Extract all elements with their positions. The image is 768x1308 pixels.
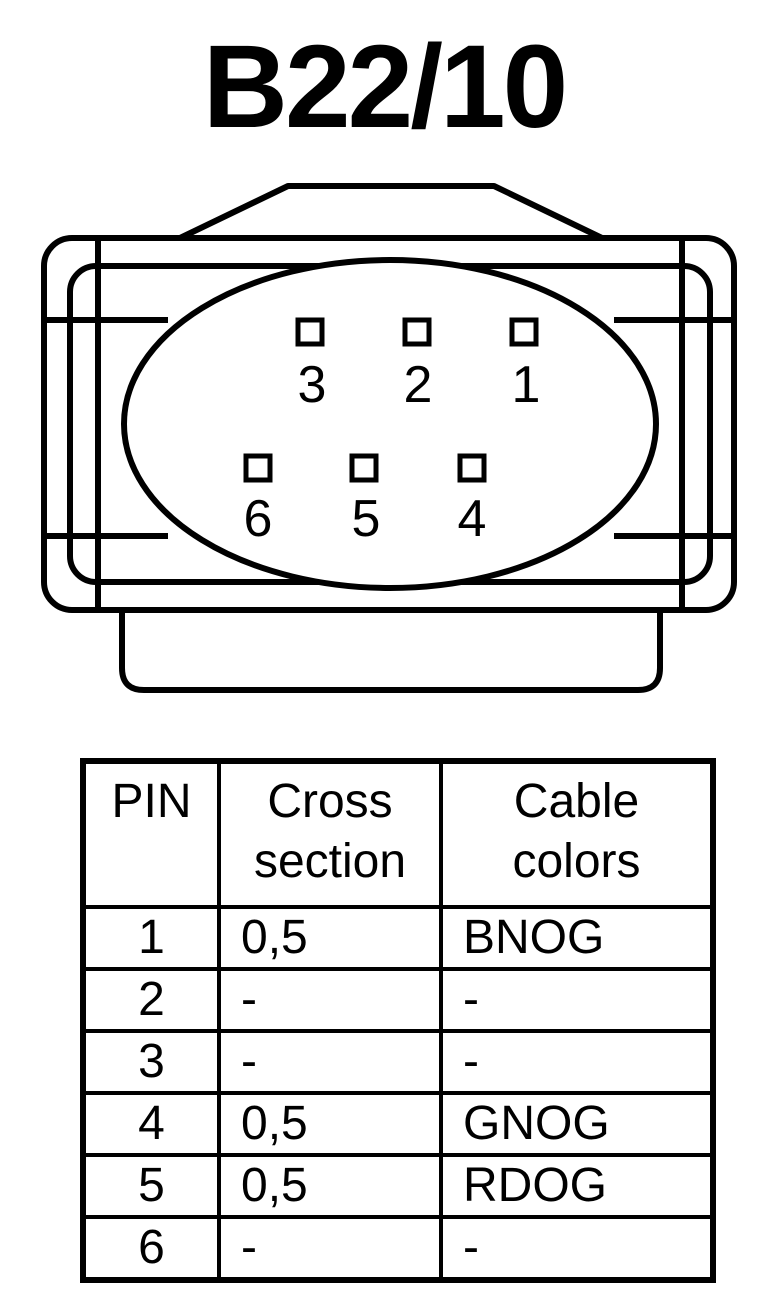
table-row: 4 0,5 GNOG — [80, 1091, 716, 1157]
cell-pin: 2 — [80, 967, 221, 1033]
connector-face — [121, 257, 659, 591]
pin-label-6: 6 — [244, 490, 273, 548]
cell-cross-section: 0,5 — [217, 1091, 443, 1157]
cell-cable-color: - — [439, 967, 716, 1033]
header-cable-colors: Cable colors — [439, 758, 716, 909]
cell-cable-color: BNOG — [439, 905, 716, 971]
pin-square-1 — [509, 317, 539, 347]
pin-label-2: 2 — [404, 356, 433, 414]
pin-label-4: 4 — [458, 490, 487, 548]
connector-title: B22/10 — [202, 21, 569, 153]
cell-cable-color: - — [439, 1215, 716, 1283]
cell-pin: 1 — [80, 905, 221, 971]
pin-square-3 — [295, 317, 325, 347]
header-cross-section: Cross section — [217, 758, 443, 909]
connector-latch — [178, 183, 604, 241]
connector-diagram: 3 2 1 6 5 4 — [41, 183, 737, 693]
table-row: 2 - - — [80, 967, 716, 1033]
cell-pin: 5 — [80, 1153, 221, 1219]
cell-pin: 4 — [80, 1091, 221, 1157]
cell-cross-section: 0,5 — [217, 1153, 443, 1219]
pin-label-5: 5 — [352, 490, 381, 548]
pin-square-5 — [349, 453, 379, 483]
connector-bottom-tab — [119, 610, 663, 693]
cell-cable-color: - — [439, 1029, 716, 1095]
pin-label-3: 3 — [298, 356, 327, 414]
table-row: 3 - - — [80, 1029, 716, 1095]
cell-cable-color: GNOG — [439, 1091, 716, 1157]
table-row: 6 - - — [80, 1215, 716, 1283]
cell-pin: 3 — [80, 1029, 221, 1095]
pin-square-4 — [457, 453, 487, 483]
cell-pin: 6 — [80, 1215, 221, 1283]
pin-square-6 — [243, 453, 273, 483]
pin-table-header-row: PIN Cross section Cable colors — [80, 758, 716, 909]
table-row: 1 0,5 BNOG — [80, 905, 716, 971]
pin-table: PIN Cross section Cable colors 1 0,5 BNO… — [80, 758, 716, 1283]
table-row: 5 0,5 RDOG — [80, 1153, 716, 1219]
cell-cross-section: 0,5 — [217, 905, 443, 971]
pin-square-2 — [402, 317, 432, 347]
cell-cable-color: RDOG — [439, 1153, 716, 1219]
header-pin: PIN — [80, 758, 221, 909]
pin-label-1: 1 — [512, 356, 541, 414]
cell-cross-section: - — [217, 1215, 443, 1283]
cell-cross-section: - — [217, 967, 443, 1033]
connector-housing-outer — [41, 235, 737, 613]
cell-cross-section: - — [217, 1029, 443, 1095]
